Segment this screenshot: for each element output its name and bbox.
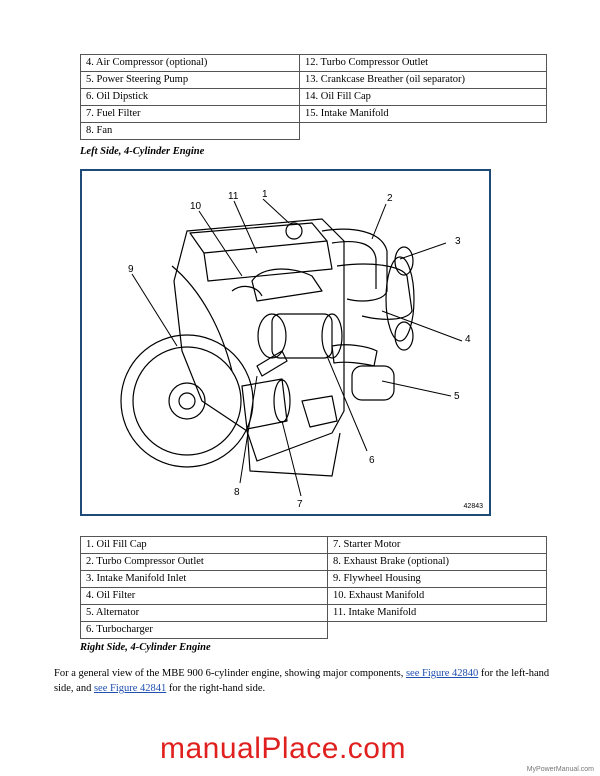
manifold [251,268,323,302]
table-cell: 3. Intake Manifold Inlet [80,570,328,588]
paragraph-text: for the right-hand side. [168,683,266,694]
callout-11: 11 [228,191,239,202]
table-row: 3. Intake Manifold Inlet 9. Flywheel Hou… [80,570,547,588]
table-row: 6. Turbocharger [80,621,547,639]
table-cell: 10. Exhaust Manifold [327,587,547,605]
table-row: 7. Fuel Filter 15. Intake Manifold [80,105,547,123]
callout-6: 6 [369,455,375,466]
table-cell: 8. Exhaust Brake (optional) [327,553,547,571]
table-row: 8. Fan [80,122,547,140]
flywheel-housing [120,334,254,468]
table-cell: 9. Flywheel Housing [327,570,547,588]
table-cell: 6. Oil Dipstick [80,88,300,106]
callout-8: 8 [234,487,240,498]
table-row: 5. Power Steering Pump 13. Crankcase Bre… [80,71,547,89]
body-paragraph: For a general view of the MBE 900 6-cyli… [54,666,554,696]
table-cell: 15. Intake Manifold [299,105,547,123]
callout-9: 9 [128,264,134,275]
table-cell: 8. Fan [80,122,300,140]
top-legend-table: 4. Air Compressor (optional) 12. Turbo C… [80,54,547,140]
bottom-legend-table: 1. Oil Fill Cap 7. Starter Motor 2. Turb… [80,536,547,639]
table-row: 6. Oil Dipstick 14. Oil Fill Cap [80,88,547,106]
turbocharger [257,313,287,359]
oil-pan [246,425,341,477]
figure-caption: Left Side, 4-Cylinder Engine [80,146,205,157]
table-cell: 11. Intake Manifold [327,604,547,622]
site-mark: MyPowerManual.com [526,766,594,773]
figure-42841-link[interactable]: see Figure 42841 [93,683,167,694]
callout-1: 1 [262,189,268,200]
table-cell: 4. Oil Filter [80,587,328,605]
table-cell-empty [300,123,547,140]
callout-4: 4 [465,334,471,345]
table-row: 5. Alternator 11. Intake Manifold [80,604,547,622]
paragraph-text: for the left-hand side, and [54,668,550,694]
figure-42840-link[interactable]: see Figure 42840 [405,668,479,679]
table-row: 4. Air Compressor (optional) 12. Turbo C… [80,54,547,72]
table-cell: 12. Turbo Compressor Outlet [299,54,547,72]
table-cell: 5. Power Steering Pump [80,71,300,89]
table-cell: 13. Crankcase Breather (oil separator) [299,71,547,89]
table-cell: 7. Starter Motor [327,536,547,554]
table-cell: 1. Oil Fill Cap [80,536,328,554]
callout-5: 5 [454,391,460,402]
oil-filter [331,344,378,367]
alternator [351,365,395,401]
engine-block [173,218,345,462]
table-cell: 4. Air Compressor (optional) [80,54,300,72]
watermark: manualPlace.com [160,732,406,765]
callout-10: 10 [190,201,202,212]
table-cell-empty [328,622,547,639]
engine-figure: 1 2 3 4 5 6 7 8 9 10 11 42843 [80,169,491,516]
starter-motor [241,378,288,430]
table-cell: 5. Alternator [80,604,328,622]
fan [385,256,415,342]
table-cell: 7. Fuel Filter [80,105,300,123]
table-row: 1. Oil Fill Cap 7. Starter Motor [80,536,547,554]
table-cell: 14. Oil Fill Cap [299,88,547,106]
table-cell: 6. Turbocharger [80,621,328,639]
engine-illustration: 1 2 3 4 5 6 7 8 9 10 11 [120,189,471,510]
table-row: 2. Turbo Compressor Outlet 8. Exhaust Br… [80,553,547,571]
figure-caption-right-side: Right Side, 4-Cylinder Engine [80,642,211,653]
figure-id: 42843 [463,503,483,510]
paragraph-text: For a general view of the MBE 900 6-cyli… [54,668,404,679]
turbo-pipe [321,228,388,302]
callout-7: 7 [297,499,303,510]
callout-3: 3 [455,236,461,247]
table-cell: 2. Turbo Compressor Outlet [80,553,328,571]
table-row: 4. Oil Filter 10. Exhaust Manifold [80,587,547,605]
valve-cover [189,222,328,254]
callout-2: 2 [387,193,393,204]
